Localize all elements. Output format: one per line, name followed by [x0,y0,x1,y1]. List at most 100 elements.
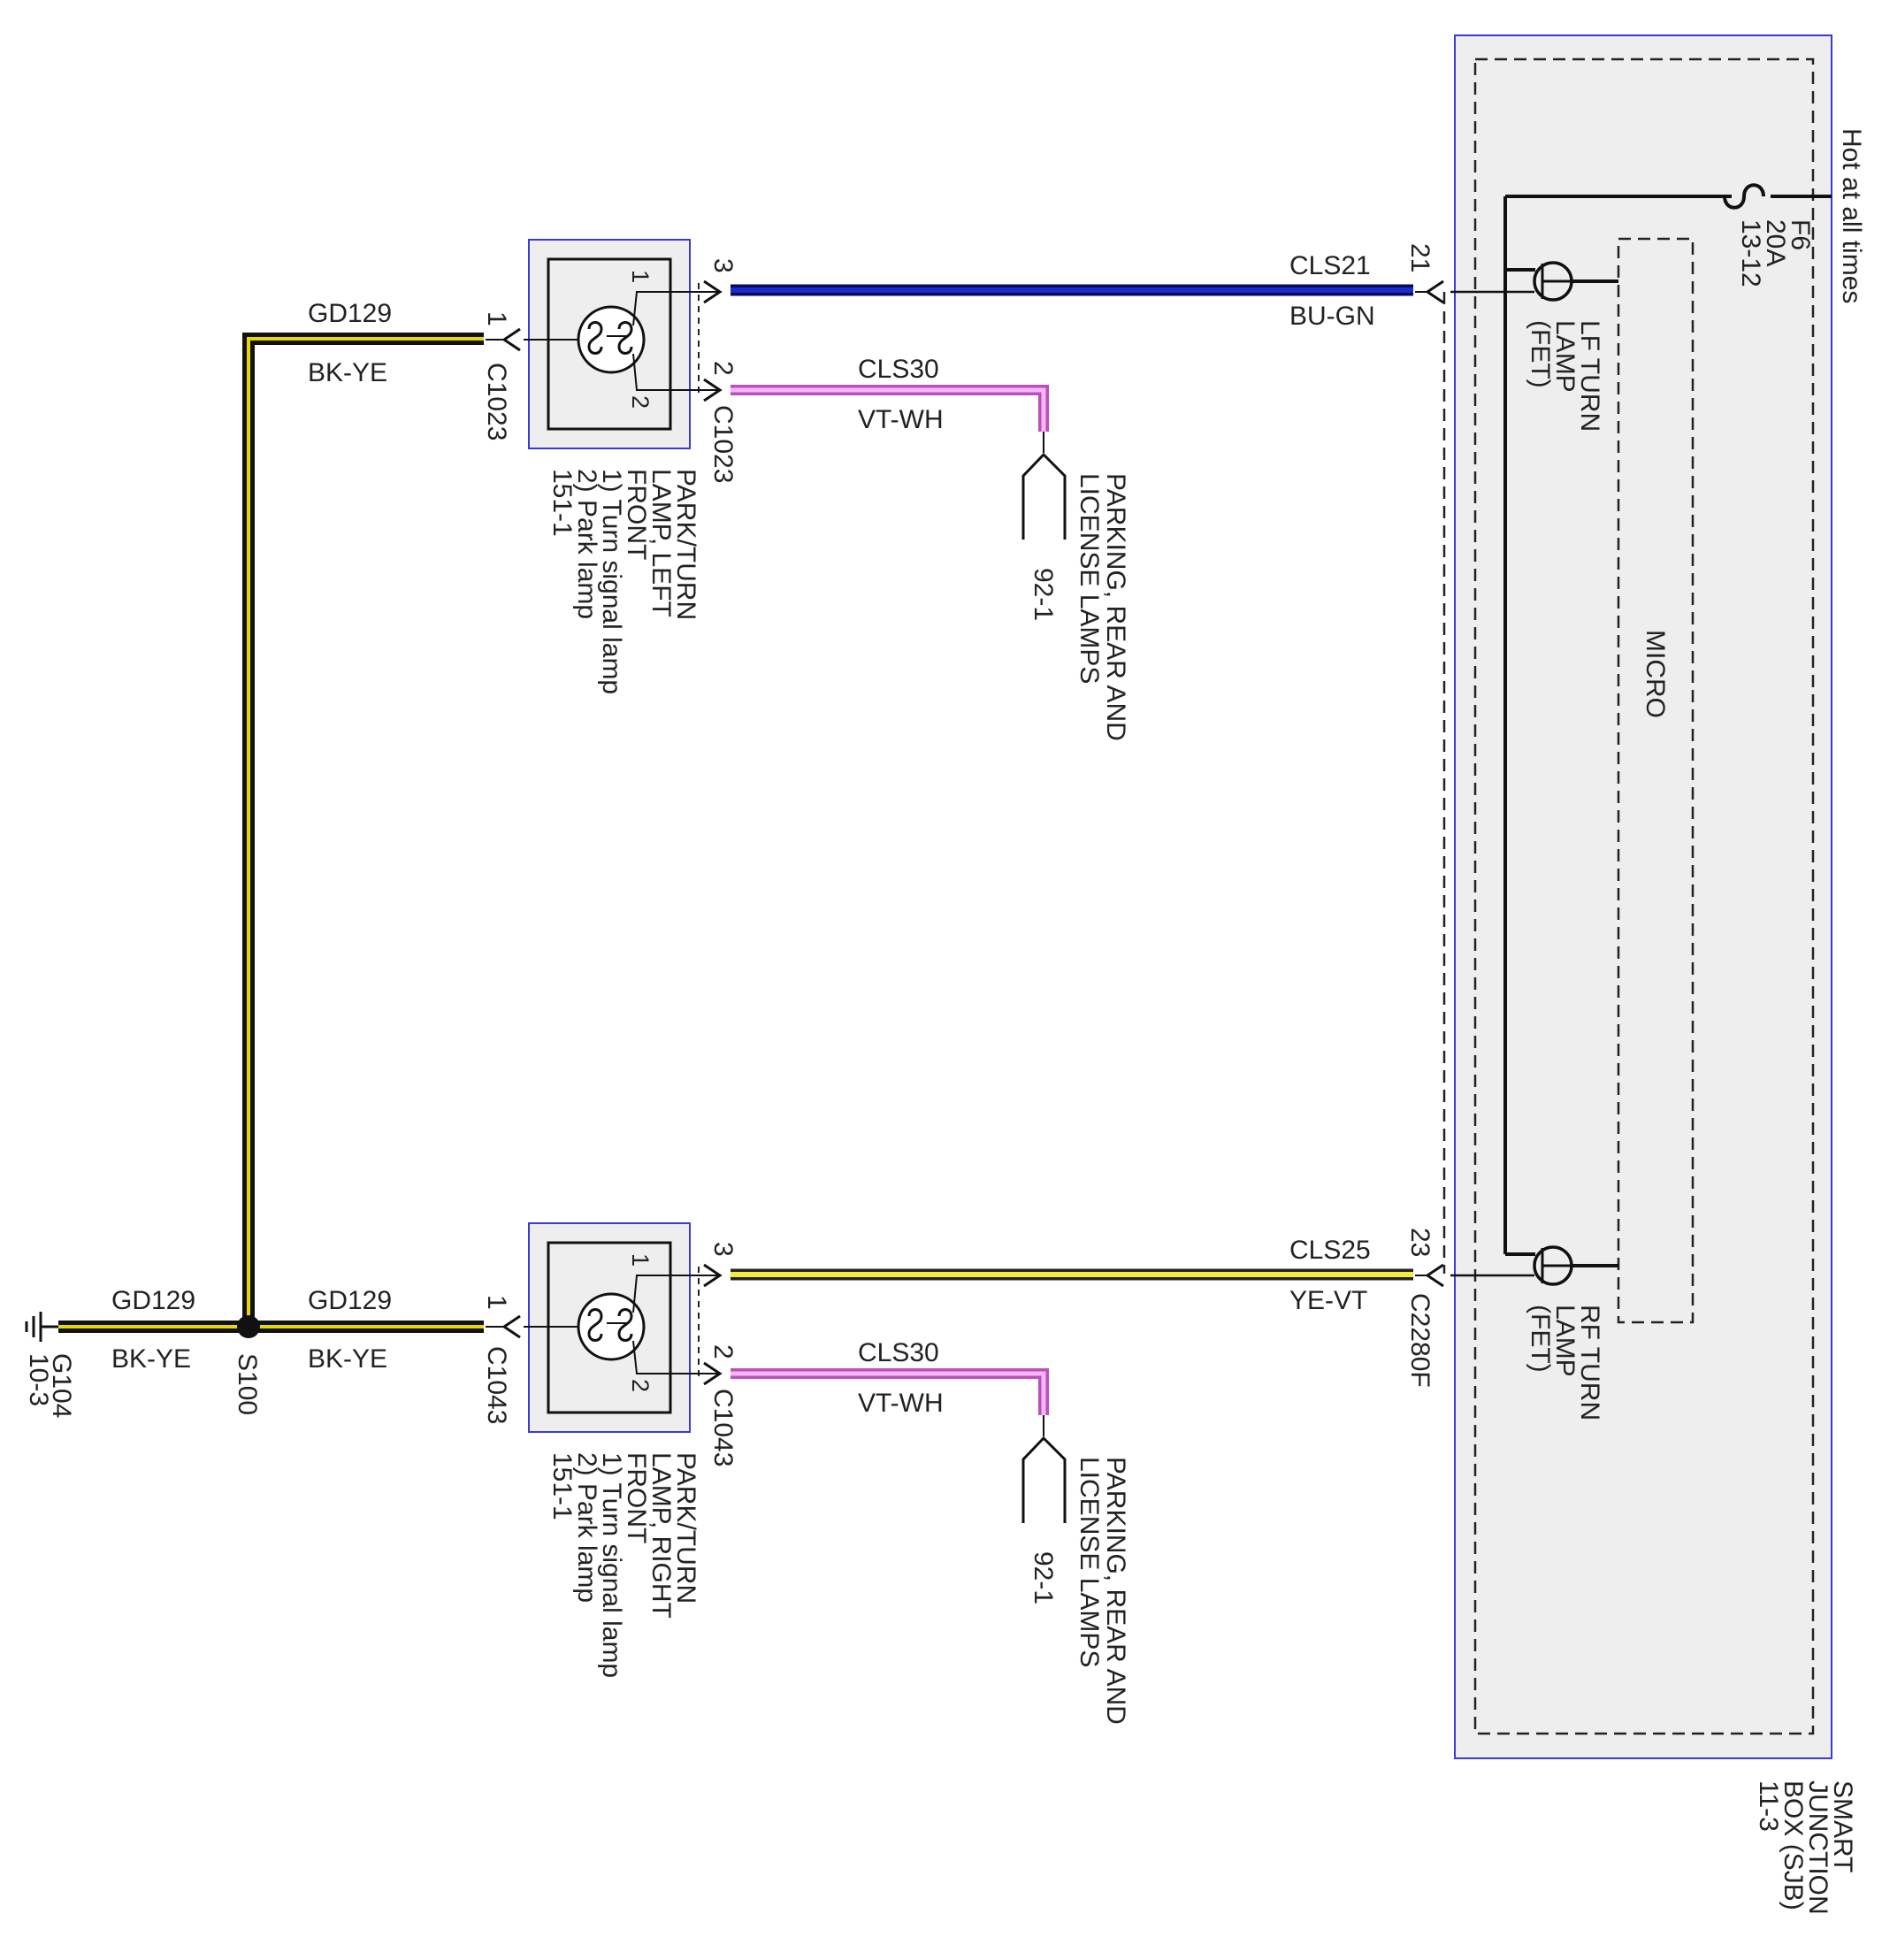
wire-color-bk-ye-bottom: BK-YE [308,1344,387,1374]
svg-text:LF TURN: LF TURN [1575,320,1604,432]
rf-fet-label: RF TURN LAMP (FET) [1526,1305,1604,1420]
svg-text:RF TURN: RF TURN [1575,1305,1604,1420]
svg-text:11-3: 11-3 [1754,1780,1783,1832]
right-lamp-turn-pin: 3 [708,1242,738,1257]
parking-ref-bottom-label: PARKING, REAR AND LICENSE LAMPS [1075,1457,1130,1725]
svg-text:(FET): (FET) [1526,320,1555,388]
left-bulb-pin-2: 2 [627,395,654,409]
left-lamp-pin-2-arrow [703,378,723,402]
right-lamp-pin-3-arrow [703,1263,723,1288]
svg-text:2) Park lamp: 2) Park lamp [572,469,601,619]
svg-text:20A: 20A [1761,219,1790,266]
ground-name: G104 [47,1353,76,1418]
svg-text:LICENSE LAMPS: LICENSE LAMPS [1075,1457,1104,1667]
svg-text:LICENSE LAMPS: LICENSE LAMPS [1075,473,1104,684]
wire-cls30-bottom [731,1368,1067,1523]
svg-text:2) Park lamp: 2) Park lamp [572,1452,601,1603]
wire-cls25 [731,1263,1444,1288]
sjb-connector-c2280f: C2280F [1405,1293,1434,1388]
wire-label-cls30-top: CLS30 [858,355,939,384]
wire-color-bu-gn: BU-GN [1289,302,1375,331]
rf-fet-symbol [1450,1245,1618,1286]
svg-text:BOX (SJB): BOX (SJB) [1779,1780,1808,1910]
parking-ref-bottom-id: 92-1 [1029,1551,1058,1604]
left-lamp-connector-park: C1023 [708,405,738,483]
sjb-pin-21-arrow [1425,279,1444,304]
right-lamp-label: PARK/TURN LAMP, RIGHT FRONT 1) Turn sign… [547,1452,700,1678]
left-lamp-connector-ground: C1023 [482,363,511,440]
fuse-f6-symbol [1723,183,1765,210]
svg-text:PARK/TURN: PARK/TURN [671,1452,700,1604]
left-lamp-component [524,239,723,449]
wire-cls21 [731,279,1444,304]
lf-fet-label: LF TURN LAMP (FET) [1526,320,1604,432]
svg-text:F6: F6 [1786,219,1815,250]
parking-ref-bottom-symbol [1021,1436,1067,1523]
right-lamp-park-pin: 2 [708,1344,738,1359]
wire-label-cls30-bottom: CLS30 [858,1338,939,1367]
left-lamp-turn-pin: 3 [708,258,738,273]
svg-text:JUNCTION: JUNCTION [1803,1780,1832,1915]
wire-label-gd129-top: GD129 [308,299,392,328]
parking-ref-top-id: 92-1 [1029,568,1058,621]
ground-g104-symbol [25,1312,58,1342]
wire-color-vt-wh-top: VT-WH [858,405,944,434]
parking-ref-top-label: PARKING, REAR AND LICENSE LAMPS [1075,473,1130,741]
svg-text:151-1: 151-1 [547,1452,577,1520]
svg-text:LAMP, LEFT: LAMP, LEFT [646,469,676,617]
svg-text:FRONT: FRONT [622,1452,651,1543]
svg-text:1) Turn signal lamp: 1) Turn signal lamp [597,1452,626,1678]
power-feed [1503,183,1832,1256]
wire-cls30-top [731,385,1067,540]
wire-gd129-network [58,327,521,1339]
right-bulb-pin-2: 2 [627,1379,654,1392]
right-lamp-connector-ground: C1043 [482,1346,511,1424]
wire-color-bk-ye-ground: BK-YE [111,1344,191,1374]
svg-text:PARKING, REAR AND: PARKING, REAR AND [1101,473,1130,741]
fuse-label: F6 20A 13-12 [1736,219,1815,287]
parking-ref-top-symbol [1021,452,1067,540]
wire-label-gd129-bottom: GD129 [308,1286,392,1315]
ground-ref: 10-3 [24,1353,53,1406]
wire-label-gd129-ground: GD129 [111,1286,195,1315]
left-lamp-ground-pin: 1 [482,311,511,326]
power-label: Hot at all times [1837,128,1866,303]
left-lamp-pin-3-arrow [703,279,723,304]
micro-label: MICRO [1641,630,1670,718]
sjb-pin-23: 23 [1405,1228,1434,1257]
svg-text:SMART: SMART [1828,1780,1857,1872]
svg-text:FRONT: FRONT [622,469,651,560]
lf-fet-symbol [1450,261,1618,302]
sjb-inner-dashed [1473,57,1815,1735]
wire-color-bk-ye-top: BK-YE [308,358,387,387]
svg-text:(FET): (FET) [1526,1305,1555,1373]
wire-color-ye-vt: YE-VT [1289,1286,1367,1315]
wire-color-vt-wh-bottom: VT-WH [858,1389,944,1418]
right-lamp-ground-pin: 1 [482,1295,511,1310]
sjb-pin-23-arrow [1425,1263,1444,1288]
svg-text:13-12: 13-12 [1736,219,1765,287]
right-bulb-pin-1: 1 [627,1253,654,1267]
micro-box [1617,237,1695,1324]
left-lamp-pin-1-arrow [501,327,521,352]
svg-text:LAMP: LAMP [1550,320,1580,393]
sjb-label: SMART JUNCTION BOX (SJB) 11-3 [1754,1780,1857,1915]
right-lamp-connector-park: C1043 [708,1389,738,1466]
right-lamp-pin-1-arrow [501,1314,521,1339]
wire-label-cls25: CLS25 [1289,1236,1371,1265]
wire-label-cls21: CLS21 [1289,251,1371,280]
left-bulb-pin-1: 1 [627,270,654,283]
svg-text:LAMP: LAMP [1550,1305,1580,1377]
splice-name: S100 [233,1353,262,1415]
left-lamp-label: PARK/TURN LAMP, LEFT FRONT 1) Turn signa… [547,469,700,694]
svg-text:LAMP, RIGHT: LAMP, RIGHT [646,1452,676,1619]
svg-text:PARKING, REAR AND: PARKING, REAR AND [1101,1457,1130,1725]
svg-text:PARK/TURN: PARK/TURN [671,469,700,620]
splice-s100-dot [237,1315,260,1338]
svg-text:1) Turn signal lamp: 1) Turn signal lamp [597,469,626,694]
right-lamp-pin-2-arrow [703,1361,723,1386]
sjb-pin-21: 21 [1405,243,1434,272]
right-lamp-component [524,1222,723,1433]
svg-text:151-1: 151-1 [547,469,577,537]
